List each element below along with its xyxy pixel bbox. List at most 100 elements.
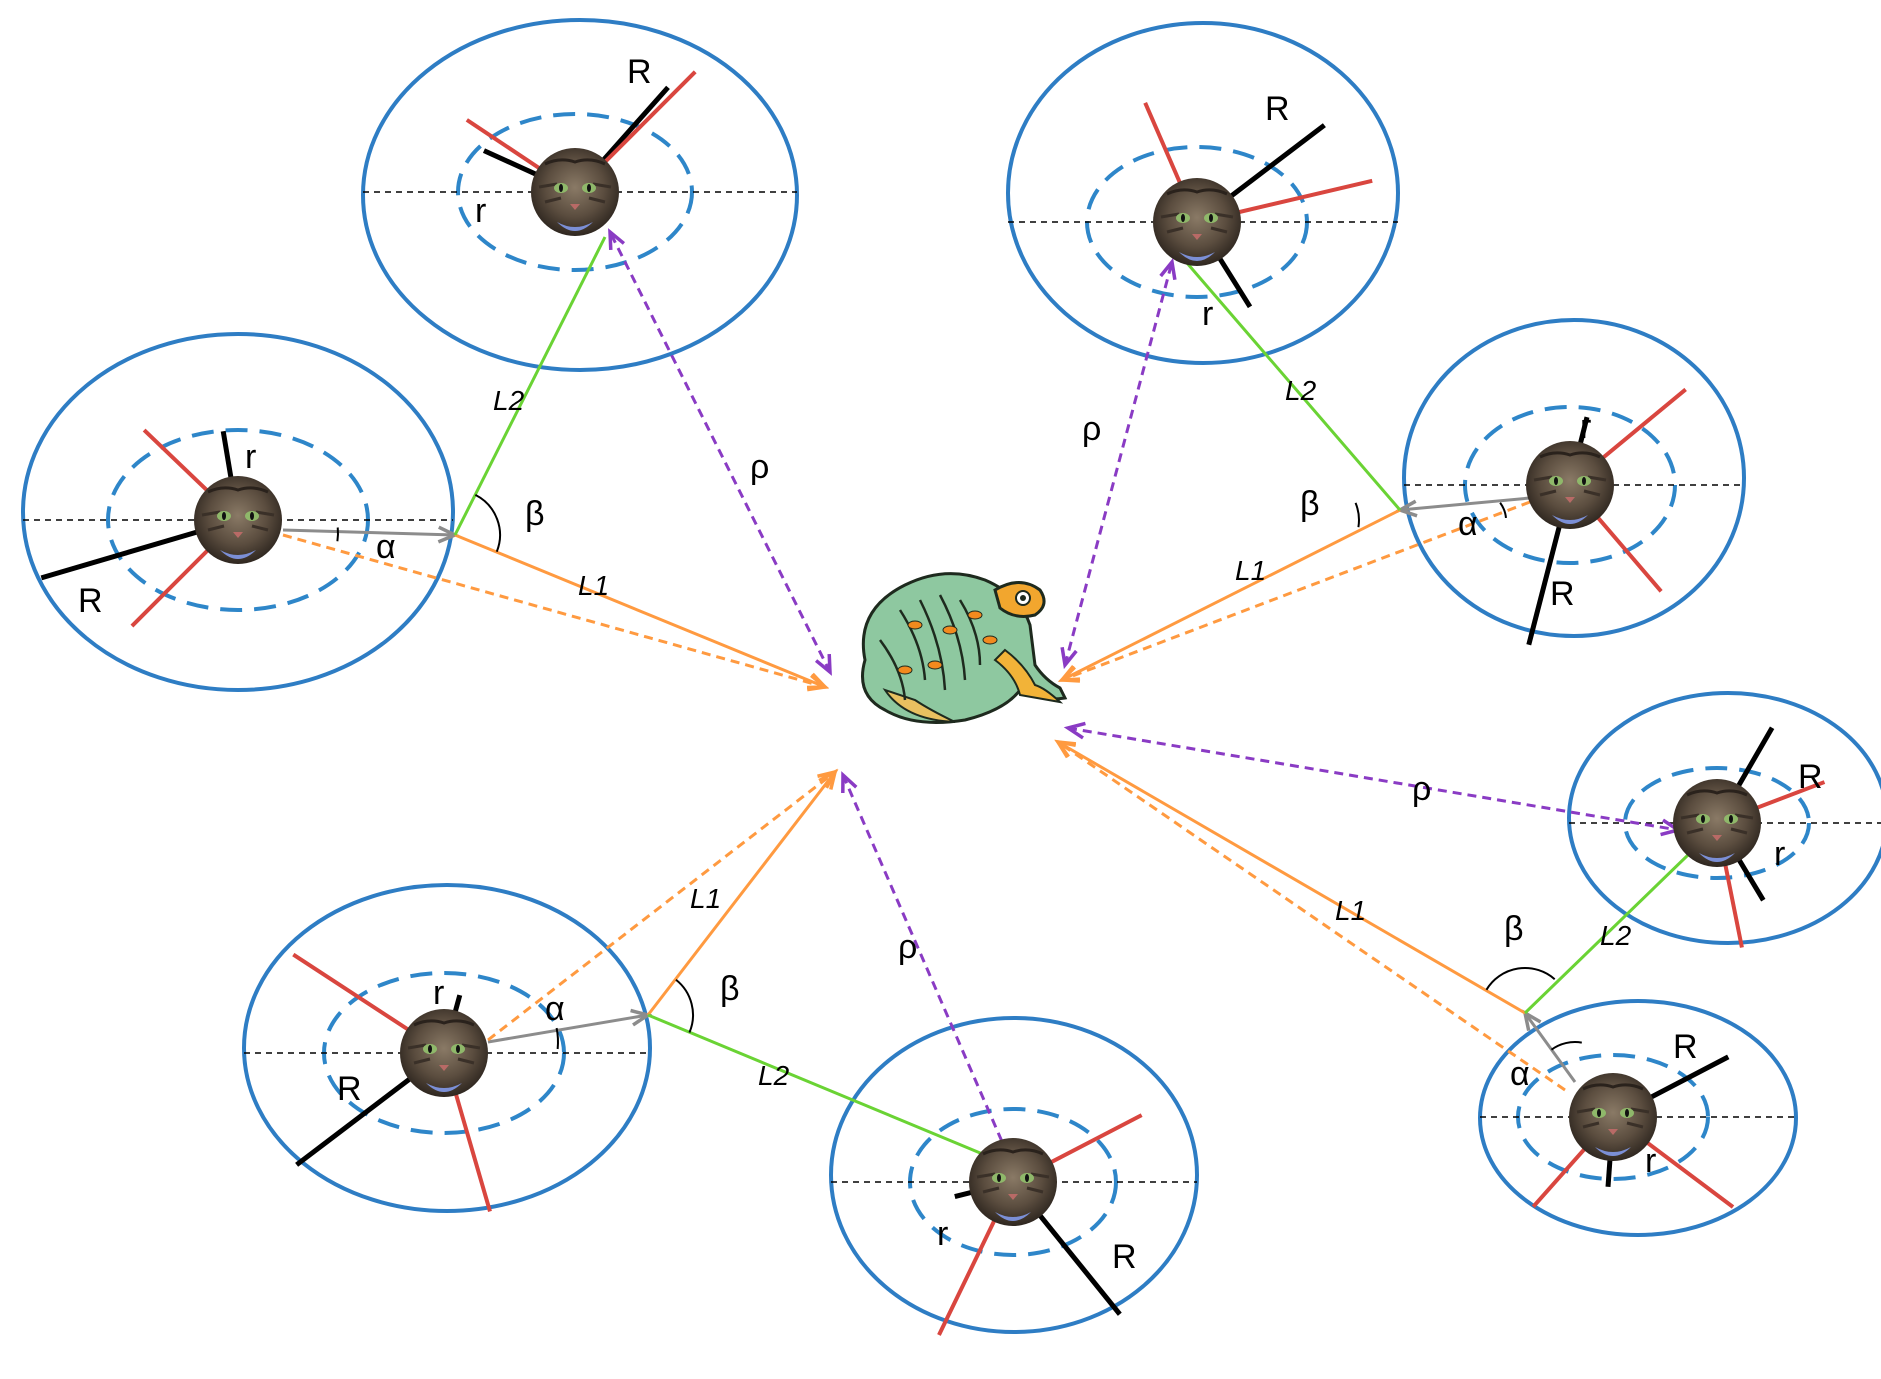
label-L1: L1	[690, 883, 721, 914]
cat-face-icon	[1525, 440, 1615, 530]
label-R: R	[627, 53, 652, 91]
l1-dashed-vector-shaft	[1057, 740, 1566, 1092]
label-rho: ρ	[1082, 410, 1101, 448]
label-rho: ρ	[898, 928, 917, 966]
beta-arc	[675, 978, 694, 1033]
frog-spot	[942, 625, 958, 635]
l1-vector	[454, 533, 829, 690]
frog-stripe	[878, 639, 907, 701]
label-L2: L2	[758, 1060, 790, 1091]
cat-face-icon	[193, 475, 283, 565]
label-beta: β	[525, 495, 545, 533]
rho-vector-shaft	[608, 231, 832, 673]
label-R: R	[1112, 1238, 1137, 1276]
rho-vector-head	[608, 228, 626, 251]
l2-segment	[453, 236, 607, 536]
label-rho: ρ	[750, 448, 769, 486]
beta-arc	[1354, 502, 1360, 528]
frog-spot	[982, 635, 998, 645]
frog-front-leg	[993, 648, 1064, 704]
label-L2: L2	[1285, 375, 1317, 406]
alpha-arc	[1499, 502, 1507, 519]
cat-face-icon	[1672, 778, 1762, 868]
rho-vector	[841, 771, 1012, 1164]
l1-dashed-vector	[1057, 500, 1531, 683]
l1-dashed-vector	[487, 769, 839, 1042]
label-R: R	[1550, 575, 1575, 613]
l1-dashed-vector-shaft	[282, 533, 826, 689]
frog-stripe	[938, 594, 967, 681]
outer-boundary	[361, 18, 799, 372]
frog-stripe	[918, 599, 947, 691]
label-R: R	[1673, 1028, 1698, 1066]
l1-vector-shaft	[1061, 508, 1401, 682]
rho-vector-head	[814, 653, 832, 676]
frog-spot	[967, 610, 983, 620]
l1-vector	[1054, 739, 1526, 1015]
label-r: r	[1774, 835, 1785, 873]
l1-vector-shaft	[1057, 740, 1526, 1015]
rho-vector	[608, 228, 832, 676]
label-R: R	[1798, 758, 1823, 796]
rho-vector-head	[1060, 646, 1078, 670]
outer-boundary	[1478, 999, 1798, 1237]
outer-boundary	[1402, 318, 1746, 638]
inner-boundary	[456, 112, 694, 272]
outer-boundary	[1006, 21, 1400, 365]
rho-vector	[1063, 721, 1683, 837]
rho-vector-shaft	[1063, 261, 1174, 666]
alpha-arc	[336, 527, 339, 542]
alpha-vector-shaft	[282, 528, 456, 537]
frog-stripe	[898, 609, 927, 681]
label-r: r	[1202, 295, 1213, 333]
label-alpha: α	[376, 528, 396, 566]
cat-face-icon	[530, 147, 620, 237]
l1-dashed-vector-head	[806, 674, 830, 692]
beta-arc	[474, 494, 501, 553]
l1-dashed-vector-head	[817, 769, 839, 789]
l1-dashed-vector-head	[1054, 739, 1077, 759]
l2-segment	[1185, 262, 1402, 511]
cat-face-icon	[1568, 1072, 1658, 1162]
rho-vector-head	[1063, 721, 1086, 740]
label-L1: L1	[1335, 895, 1366, 926]
alpha-vector-shaft	[1523, 1012, 1577, 1083]
l1-dashed-vector	[1054, 739, 1566, 1092]
rho-vector-head	[1159, 257, 1177, 281]
label-r: r	[433, 974, 444, 1012]
label-R: R	[337, 1070, 362, 1108]
alpha-vector-shaft	[487, 1013, 649, 1044]
alpha-arc	[555, 1027, 559, 1050]
cat-face-icon	[1152, 177, 1242, 267]
label-alpha: α	[1510, 1055, 1530, 1093]
beta-arc	[1485, 967, 1556, 991]
label-R: R	[1265, 90, 1290, 128]
l1-dashed-vector-shaft	[1061, 500, 1531, 682]
frog-back-leg	[882, 688, 956, 723]
label-beta: β	[1504, 910, 1524, 948]
label-L2: L2	[1600, 920, 1632, 951]
rho-vector-shaft	[1067, 726, 1679, 832]
label-L2: L2	[493, 385, 525, 416]
territory-top-right	[1006, 21, 1400, 365]
l1-dashed-vector-head	[1057, 666, 1081, 683]
outer-boundary	[1567, 691, 1881, 945]
l1-dashed-vector	[282, 533, 830, 692]
inner-boundary	[1623, 766, 1811, 880]
l2-segment	[647, 1013, 986, 1157]
alpha-arc	[1550, 1041, 1582, 1051]
l1-vector-shaft	[646, 771, 837, 1016]
frog-pupil	[1020, 595, 1026, 601]
frog-spot	[907, 620, 923, 630]
label-r: r	[1580, 408, 1591, 446]
outer-boundary	[242, 883, 652, 1213]
rho-vector-head	[841, 771, 858, 794]
label-r: r	[937, 1215, 948, 1253]
label-alpha: α	[1458, 505, 1478, 543]
label-L1: L1	[578, 570, 609, 601]
label-r: r	[475, 192, 486, 230]
cat-face-icon	[968, 1137, 1058, 1227]
l1-vector	[646, 768, 838, 1016]
label-R: R	[78, 582, 103, 620]
